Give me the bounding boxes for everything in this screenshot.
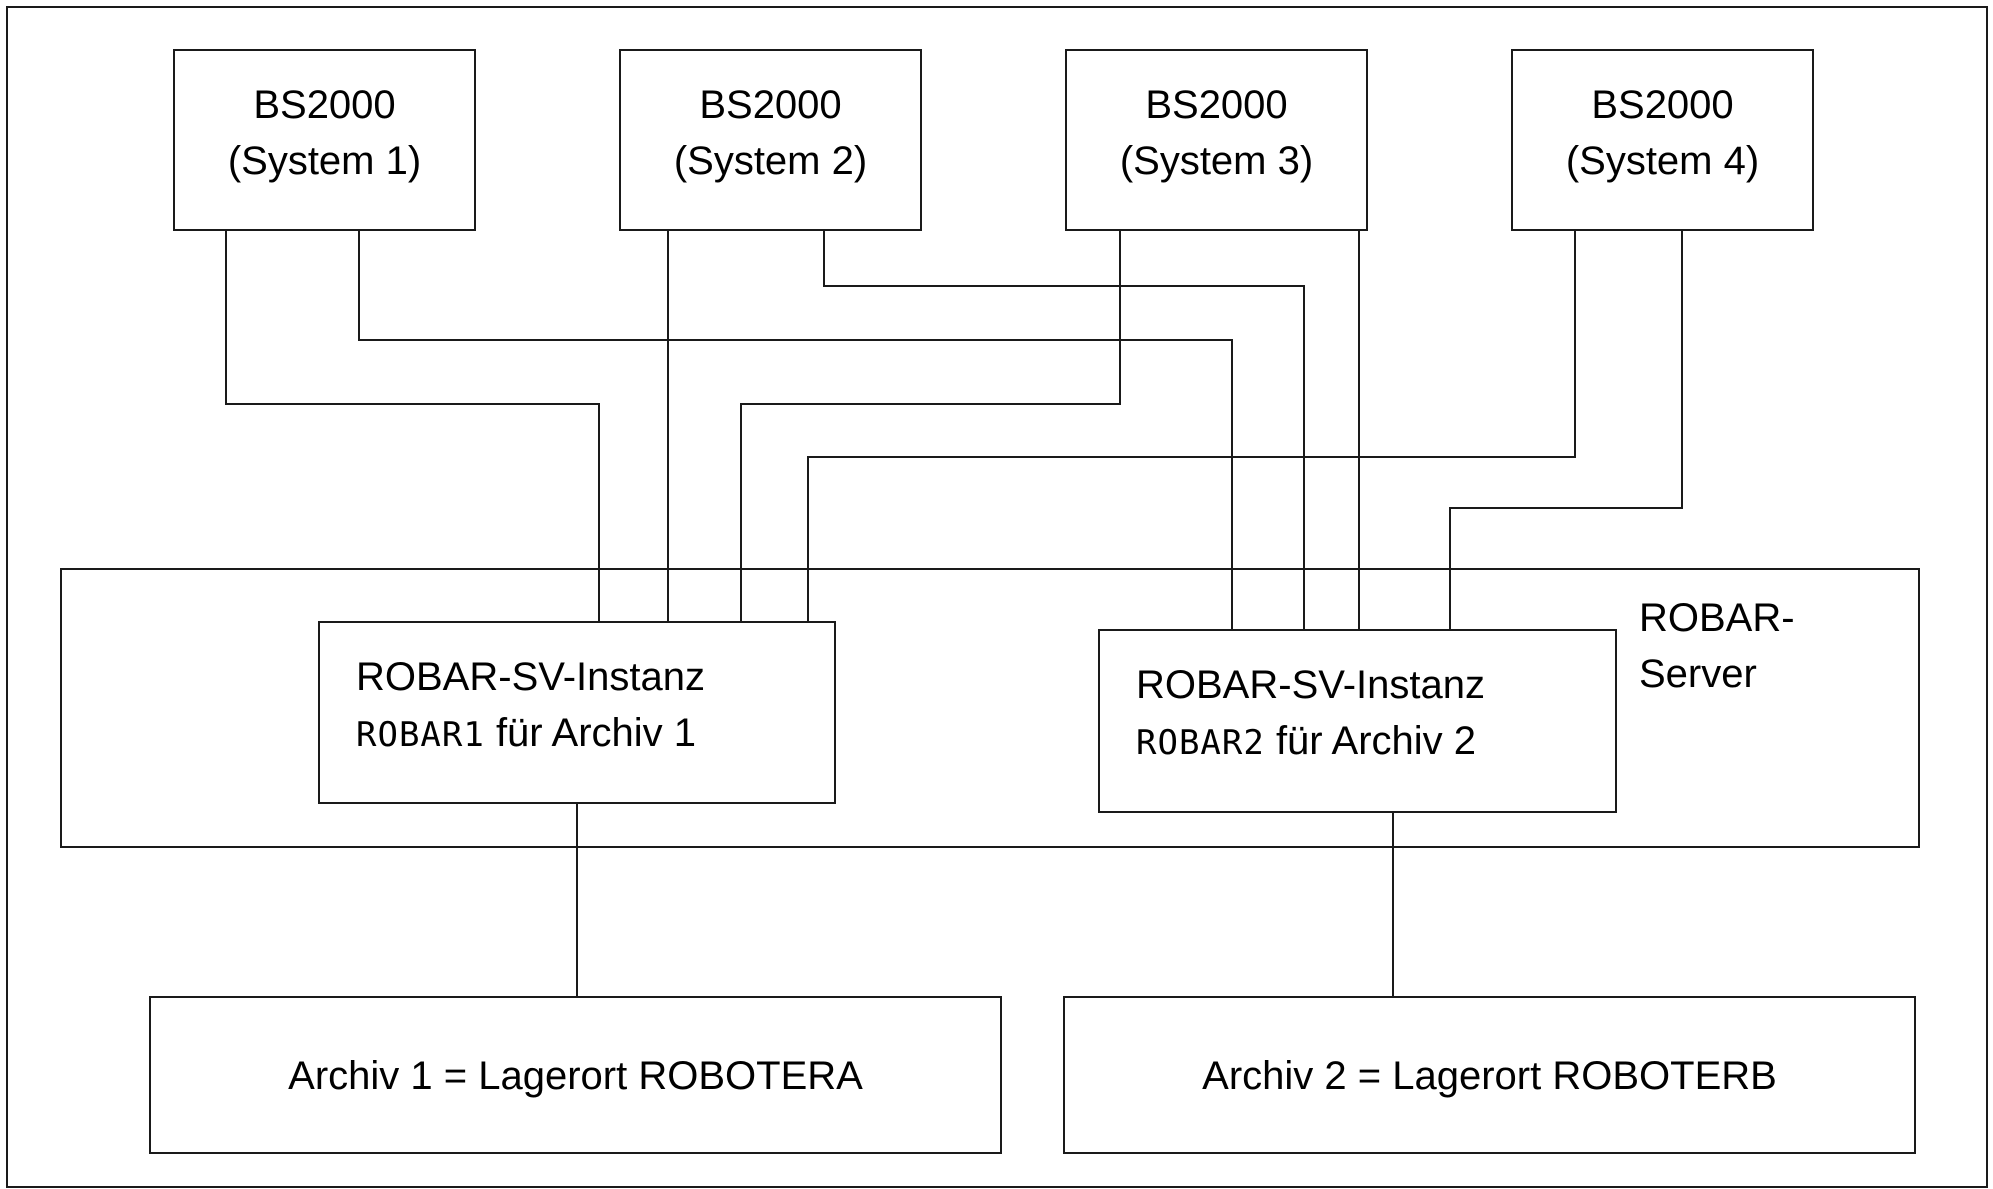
- system-box-4: BS2000 (System 4): [1511, 49, 1814, 231]
- archive-1-label: Archiv 1 = Lagerort ROBOTERA: [288, 1054, 863, 1098]
- system-2-label: BS2000 (System 2): [621, 77, 920, 189]
- system-box-2: BS2000 (System 2): [619, 49, 922, 231]
- robar-instance-1-box: ROBAR-SV-Instanz ROBAR1 für Archiv 1: [318, 621, 836, 804]
- system-2-number: (System 2): [673, 139, 868, 183]
- robar-instance-2-title: ROBAR-SV-Instanz: [1136, 663, 1486, 707]
- connector-system1-robar2: [358, 230, 1233, 629]
- robar-server-box: [60, 568, 1920, 848]
- archive-2-box: Archiv 2 = Lagerort ROBOTERB: [1063, 996, 1916, 1154]
- system-1-label: BS2000 (System 1): [175, 77, 474, 189]
- robar-instance-2-label: ROBAR-SV-Instanz ROBAR2 für Archiv 2: [1136, 657, 1485, 771]
- system-box-1: BS2000 (System 1): [173, 49, 476, 231]
- system-3-number: (System 3): [1119, 139, 1314, 183]
- connector-system1-robar1: [225, 230, 600, 621]
- system-2-name: BS2000: [699, 83, 842, 127]
- robar-instance-1-code: ROBAR1: [356, 715, 485, 755]
- robar-instance-1-title: ROBAR-SV-Instanz: [356, 655, 706, 699]
- system-4-name: BS2000: [1591, 83, 1734, 127]
- system-3-name: BS2000: [1145, 83, 1288, 127]
- system-3-label: BS2000 (System 3): [1067, 77, 1366, 189]
- robar-instance-2-box: ROBAR-SV-Instanz ROBAR2 für Archiv 2: [1098, 629, 1617, 813]
- system-box-3: BS2000 (System 3): [1065, 49, 1368, 231]
- robar-instance-1-suffix: für Archiv 1: [484, 711, 697, 755]
- archive-2-label: Archiv 2 = Lagerort ROBOTERB: [1202, 1054, 1777, 1098]
- robar-instance-2-subtitle: ROBAR2 für Archiv 2: [1136, 713, 1485, 771]
- system-1-number: (System 1): [227, 139, 422, 183]
- robar-instance-2-code: ROBAR2: [1136, 723, 1265, 763]
- system-1-name: BS2000: [253, 83, 396, 127]
- connector-system3-robar1: [740, 230, 1121, 621]
- robar-server-label-line2: Server: [1639, 652, 1757, 696]
- robar-instance-1-label: ROBAR-SV-Instanz ROBAR1 für Archiv 1: [356, 649, 705, 763]
- system-4-label: BS2000 (System 4): [1513, 77, 1812, 189]
- outer-frame: [6, 6, 1988, 1188]
- archive-1-box: Archiv 1 = Lagerort ROBOTERA: [149, 996, 1002, 1154]
- robar-server-label-line1: ROBAR-: [1639, 596, 1795, 640]
- robar-instance-2-suffix: für Archiv 2: [1264, 719, 1477, 763]
- system-4-number: (System 4): [1565, 139, 1760, 183]
- robar-server-label: ROBAR- Server: [1639, 590, 1795, 702]
- connector-system4-robar1: [807, 230, 1576, 621]
- robar-instance-1-subtitle: ROBAR1 für Archiv 1: [356, 705, 705, 763]
